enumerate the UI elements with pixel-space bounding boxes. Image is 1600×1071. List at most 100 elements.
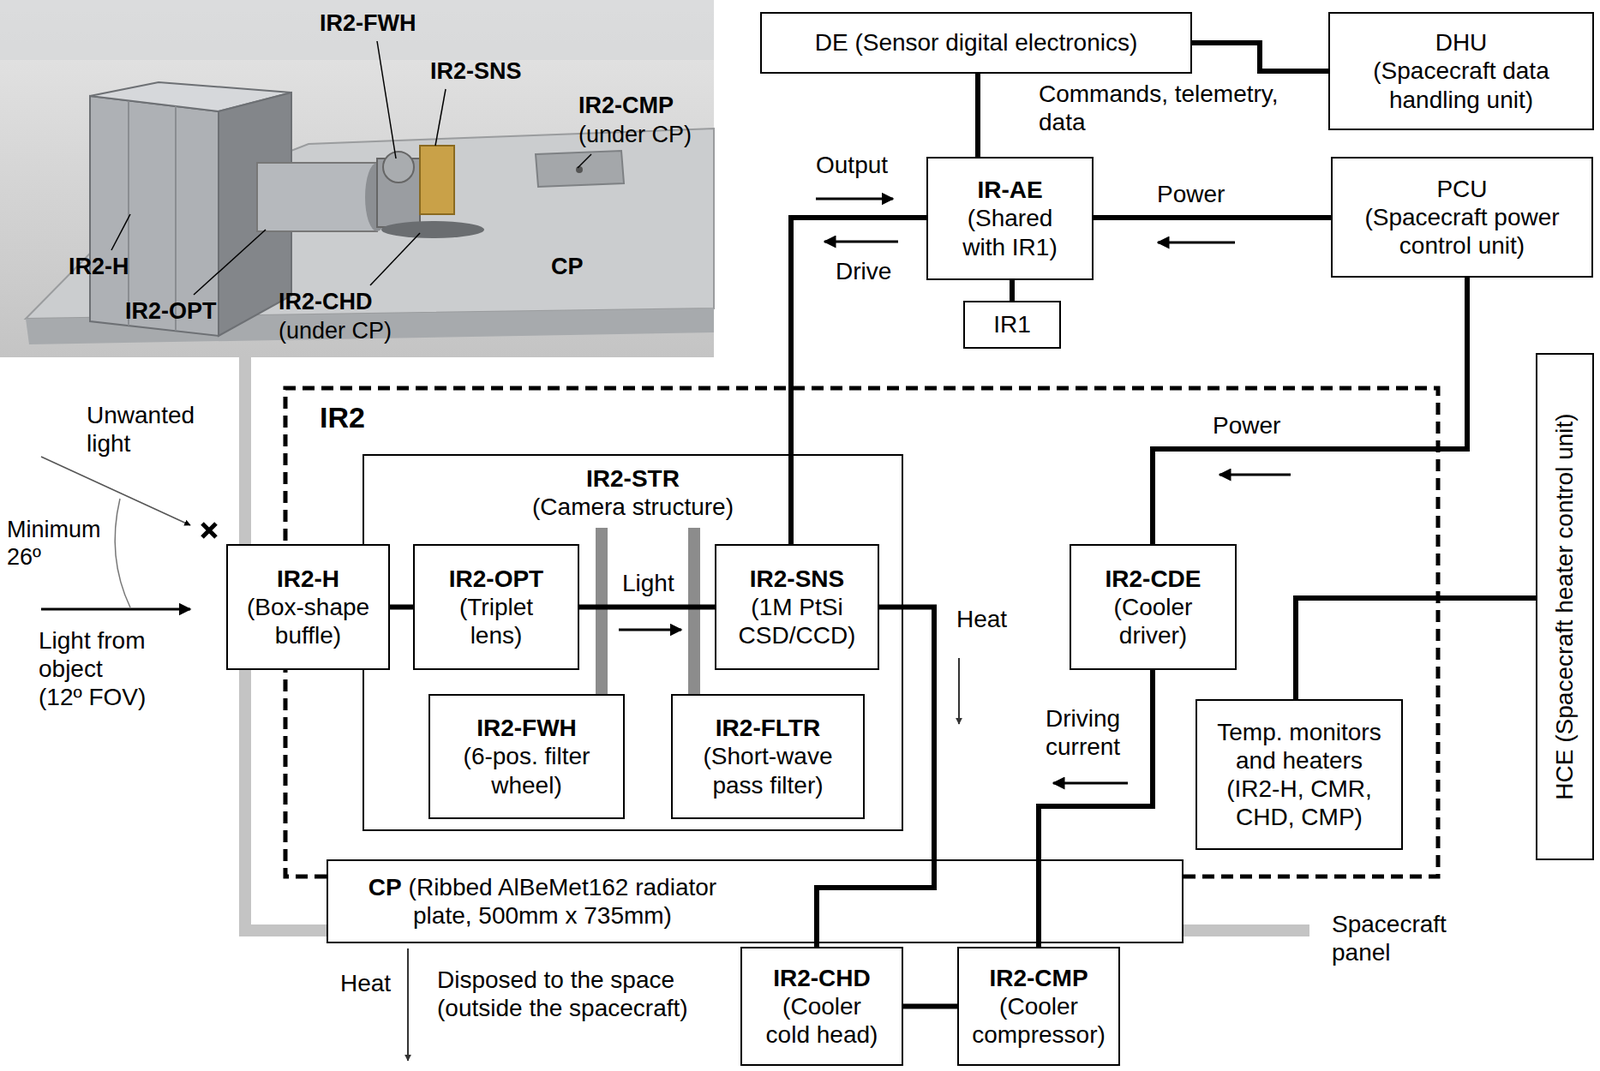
box-text: (6-pos. filter wheel) <box>441 742 613 799</box>
edge-label: Driving current <box>1045 704 1140 762</box>
component-box: IR2-CMP(Cooler compressor) <box>957 946 1121 1067</box>
vertical-text: HCE (Spacecraft heater control unit) <box>1550 357 1579 857</box>
box-text: (Cooler compressor) <box>968 992 1110 1049</box>
sensor-block <box>419 145 455 215</box>
spacecraft-unit-box: PCU(Spacecraft power control unit) <box>1330 156 1594 278</box>
leader-line <box>193 229 266 295</box>
direction-arrow <box>1053 782 1128 786</box>
box-text: (Cooler cold head) <box>760 992 885 1049</box>
spacecraft-panel <box>1183 924 1310 937</box>
group-header: IR2-STR(Camera structure) <box>364 464 902 522</box>
annotation-label: Minimum 26º <box>6 516 112 572</box>
box-heading: IR2-FLTR <box>715 713 821 743</box>
plate-description: (Ribbed AlBeMet162 radiator plate, 500mm… <box>408 874 718 929</box>
direction-arrow <box>1157 241 1235 245</box>
heat-arrow <box>958 658 960 725</box>
part-label: IR2-OPT <box>125 298 217 326</box>
direction-arrow <box>824 240 899 244</box>
electronics-box: DE (Sensor digital electronics) <box>760 11 1193 74</box>
component-box: IR2-CHD(Cooler cold head) <box>740 946 904 1067</box>
leader-line <box>377 41 396 159</box>
housing-rib <box>174 106 177 331</box>
part-label: IR2-CHD <box>278 288 373 317</box>
connector <box>579 605 715 611</box>
box-heading: IR2-CHD <box>773 964 871 993</box>
leader-line <box>111 214 131 251</box>
camera-region: IR2IR2-H(Box-shape buffle)IR2-STR(Camera… <box>282 385 1441 880</box>
photo-background <box>0 0 714 358</box>
box-text: (Box-shape buffle) <box>239 593 378 650</box>
leader-line <box>435 89 446 146</box>
box-heading: IR2-CMP <box>988 964 1088 993</box>
angle-arc <box>114 498 131 608</box>
component-box: IR2-FWH(6-pos. filter wheel) <box>428 694 625 820</box>
annotation-label: Output <box>815 150 888 180</box>
dashed-outline-path <box>285 388 1439 877</box>
annotation-label: Disposed to the space (outside the space… <box>437 965 729 1023</box>
photo-clutter <box>0 0 714 60</box>
leader-line <box>577 154 592 168</box>
part-label: CP <box>551 253 584 282</box>
heat-arrow <box>407 948 409 1061</box>
box-heading: IR2-FWH <box>476 713 577 743</box>
direction-arrow <box>1219 473 1291 477</box>
component-box: Temp. monitors and heaters (IR2-H, CMR, … <box>1195 699 1403 851</box>
box-text: (Triplet lens) <box>443 593 551 650</box>
box-text: (Spacecraft data handling unit) <box>1341 56 1582 114</box>
connector <box>1192 42 1329 72</box>
connector <box>903 1004 958 1010</box>
annotation-label: Light from object (12º FOV) <box>38 626 150 712</box>
light-arrow <box>41 608 191 612</box>
box-text: (Shared with IR1) <box>950 203 1071 261</box>
plate-text: CP(Ribbed AlBeMet162 radiator plate, 500… <box>341 873 744 930</box>
connector <box>1152 277 1468 545</box>
box-text: (Spacecraft power control unit) <box>1337 203 1587 260</box>
filter-wheel-motor <box>383 151 414 183</box>
filter-bar <box>688 527 701 695</box>
camera-box: IR1 <box>963 300 1061 349</box>
electronics-box: IR-AE(Shared with IR1) <box>926 156 1094 281</box>
box-heading: IR2-OPT <box>449 564 544 594</box>
connector <box>975 73 981 157</box>
part-label: IR2-CMP <box>578 92 674 120</box>
compressor-dot <box>575 166 583 174</box>
component-box: IR2-CDE(Cooler driver) <box>1069 544 1237 671</box>
connector <box>1009 280 1015 301</box>
direction-arrow <box>815 197 893 201</box>
group-heading: IR2-STR <box>364 464 902 493</box>
part-label: IR2-SNS <box>430 58 522 86</box>
box-text: IR1 <box>993 310 1031 339</box>
blocked-mark <box>202 523 216 538</box>
housing-rib <box>127 101 130 326</box>
direction-arrow <box>618 629 682 632</box>
annotation-label: Heat <box>956 605 1007 634</box>
part-label: (under CP) <box>278 317 392 346</box>
lens-barrel <box>257 162 378 232</box>
edge-label: Power <box>1212 411 1299 440</box>
compressor-patch <box>535 150 624 187</box>
spacecraft-unit-box: HCE (Spacecraft heater control unit) <box>1535 353 1595 861</box>
structure-group: IR2-STR(Camera structure) IR2-OPT(Triplet… <box>362 454 904 832</box>
connector <box>389 605 414 611</box>
connector <box>1038 670 1153 947</box>
annotation-label: Unwanted light <box>86 401 207 458</box>
component-box: IR2-SNS(1M PtSi CSD/CCD) <box>714 544 880 671</box>
box-text: (1M PtSi CSD/CCD) <box>724 593 870 650</box>
edge-label: Power <box>1156 179 1243 209</box>
part-label: (under CP) <box>578 121 692 150</box>
component-box: IR2-OPT(Triplet lens) <box>413 544 580 671</box>
box-heading: IR2-CDE <box>1104 564 1201 594</box>
part-label: IR2-FWH <box>319 10 416 38</box>
connector <box>791 217 927 545</box>
plate-heading: CP <box>368 874 402 901</box>
component-box: IR2-H(Box-shape buffle) <box>226 544 390 671</box>
box-heading: IR2-H <box>276 564 340 594</box>
annotation-label: Spacecraft panel <box>1331 910 1469 967</box>
edge-label: Light <box>622 569 691 598</box>
box-text: (Short-wave pass filter) <box>689 742 848 799</box>
leader-line <box>370 233 420 286</box>
box-heading: DHU <box>1435 28 1488 57</box>
filter-wheel-bar <box>595 527 608 695</box>
box-text: DE (Sensor digital electronics) <box>814 28 1139 57</box>
